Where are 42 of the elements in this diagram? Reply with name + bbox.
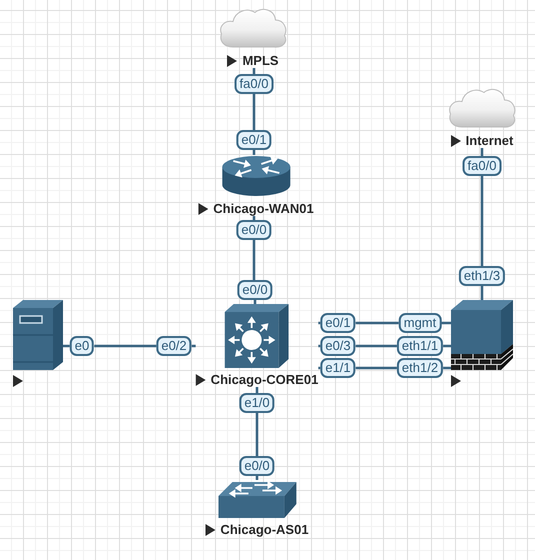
port-label: eth1/1 xyxy=(396,336,444,356)
device-label: Chicago-AS01 xyxy=(220,523,309,537)
link-line xyxy=(192,344,196,348)
link-line xyxy=(256,413,258,456)
port-label: e0/0 xyxy=(236,220,272,240)
link-line xyxy=(480,176,484,266)
link-line xyxy=(480,286,484,300)
port-label: e1/1 xyxy=(320,358,356,378)
link-line xyxy=(252,216,256,220)
link-line xyxy=(256,476,258,480)
link-line xyxy=(356,366,397,370)
link-line xyxy=(252,68,256,74)
link-line xyxy=(480,148,484,156)
port-label: fa0/0 xyxy=(234,74,274,94)
link-line xyxy=(252,150,256,155)
link-line xyxy=(256,387,258,393)
device-label: MPLS xyxy=(242,54,279,68)
link-line xyxy=(254,300,256,304)
port-label: e0/1 xyxy=(236,130,272,150)
link-line xyxy=(356,344,397,348)
port-label: e0 xyxy=(70,336,94,356)
device-label: Internet xyxy=(466,134,514,148)
port-label: e0/0 xyxy=(239,456,275,476)
link-line xyxy=(443,366,451,370)
link-line xyxy=(252,240,256,280)
port-label: eth1/2 xyxy=(396,358,444,378)
link-line xyxy=(63,344,70,348)
port-label: e0/3 xyxy=(320,336,356,356)
port-label: e0/2 xyxy=(156,336,192,356)
link-line xyxy=(94,344,156,348)
port-label: fa0/0 xyxy=(462,156,502,176)
port-label: e1/0 xyxy=(239,393,275,413)
device-label: Chicago-CORE01 xyxy=(210,373,318,387)
link-line xyxy=(443,344,451,348)
port-label: mgmt xyxy=(398,313,442,333)
link-line xyxy=(356,322,399,324)
link-line xyxy=(441,322,451,324)
port-label: e0/1 xyxy=(320,313,356,333)
port-label: e0/0 xyxy=(237,280,273,300)
port-label: eth1/3 xyxy=(458,266,506,286)
link-line xyxy=(252,94,256,130)
device-label: Chicago-WAN01 xyxy=(213,202,314,216)
